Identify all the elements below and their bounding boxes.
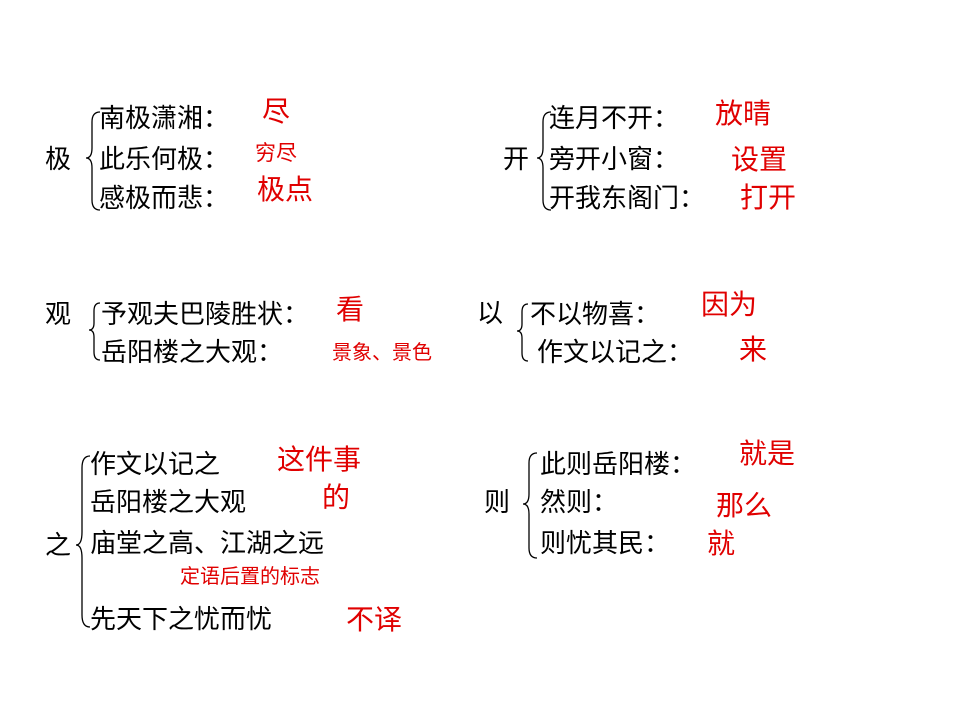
phrase-zhi-2: 岳阳楼之大观 (90, 488, 247, 518)
phrase-yi-2: 作文以记之： (537, 338, 694, 368)
head-char-kai: 开 (503, 145, 530, 175)
phrase-kai-3: 开我东阁门： (549, 184, 706, 214)
meaning-ze-3: 就 (707, 527, 736, 560)
phrase-ji-3: 感极而悲： (99, 184, 230, 214)
meaning-ji-2: 穷尽 (255, 141, 297, 165)
meaning-kai-1: 放晴 (715, 97, 772, 130)
phrase-guan-2: 岳阳楼之大观： (101, 338, 284, 368)
phrase-zhi-3: 庙堂之高、江湖之远 (90, 529, 325, 559)
meaning-zhi-4: 不译 (346, 603, 403, 636)
head-char-ji: 极 (45, 145, 72, 175)
meaning-guan-1: 看 (336, 293, 365, 326)
meaning-ze-1: 就是 (739, 437, 796, 470)
phrase-ze-3: 则忧其民： (540, 529, 671, 559)
head-char-guan: 观 (45, 300, 72, 330)
meaning-ji-3: 极点 (257, 173, 314, 206)
head-char-yi: 以 (477, 299, 504, 329)
phrase-kai-1: 连月不开： (549, 104, 680, 134)
phrase-ze-2: 然则： (540, 488, 619, 518)
meaning-ji-1: 尽 (262, 95, 291, 128)
meaning-guan-2: 景象、景色 (332, 340, 432, 364)
phrase-zhi-1: 作文以记之 (90, 450, 221, 480)
phrase-ji-2: 此乐何极： (99, 145, 230, 175)
meaning-zhi-2: 的 (322, 481, 351, 514)
phrase-kai-2: 旁开小窗： (549, 145, 680, 175)
meaning-kai-3: 打开 (740, 181, 797, 214)
head-char-ze: 则 (484, 488, 511, 518)
head-char-zhi: 之 (45, 531, 72, 561)
meaning-yi-2: 来 (739, 333, 768, 366)
meaning-ze-2: 那么 (716, 489, 773, 522)
meaning-zhi-3: 定语后置的标志 (180, 564, 320, 588)
meaning-kai-2: 设置 (731, 143, 788, 176)
phrase-guan-1: 予观夫巴陵胜状： (101, 300, 310, 330)
phrase-ji-1: 南极潇湘： (99, 104, 230, 134)
phrase-ze-1: 此则岳阳楼： (540, 450, 697, 480)
phrase-yi-1: 不以物喜： (530, 300, 661, 330)
meaning-yi-1: 因为 (701, 288, 758, 321)
phrase-zhi-4: 先天下之忧而忧 (90, 605, 273, 635)
meaning-zhi-1: 这件事 (277, 443, 362, 476)
